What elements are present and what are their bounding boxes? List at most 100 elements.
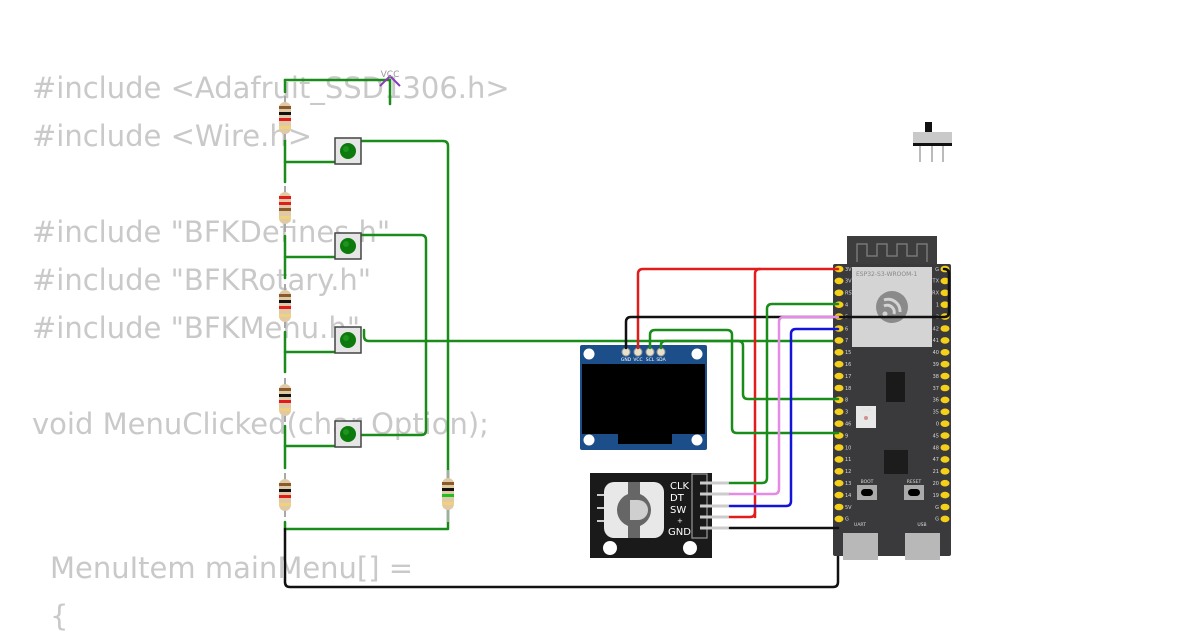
esp32-pin-label-left-13: 13 — [845, 481, 851, 487]
uart-usb-port — [843, 533, 878, 560]
reset-button[interactable] — [904, 485, 924, 500]
esp32-pin-right-g[interactable] — [940, 515, 950, 523]
boot-button[interactable] — [857, 485, 877, 500]
vcc-label: VCC — [381, 70, 400, 80]
wire-encoder-plus[interactable] — [728, 510, 757, 519]
esp32-pin-left-g[interactable] — [834, 515, 844, 523]
esp32-pin-right-45[interactable] — [940, 432, 950, 439]
wire-oled-sda-gpio8[interactable] — [659, 339, 840, 401]
esp32-pin-label-left-5v: 5V — [845, 505, 852, 511]
esp32-pin-left-3[interactable] — [834, 408, 844, 416]
wire-btn4-pulldown[interactable] — [283, 424, 336, 448]
esp32-pin-left-12[interactable] — [834, 468, 844, 475]
esp32-pin-right-tx[interactable] — [940, 277, 950, 285]
esp32-pin-label-right-g: G — [935, 517, 939, 523]
wire-btn1-pulldown[interactable] — [283, 138, 336, 164]
oled-pin-sda: SDA — [656, 357, 666, 363]
esp32-pin-left-11[interactable] — [834, 456, 844, 463]
wire-btn1-bus[interactable] — [360, 139, 450, 530]
esp32-pin-right-47[interactable] — [940, 456, 950, 463]
esp32-pin-label-left-12: 12 — [845, 469, 851, 475]
esp32-pin-label-right-37: 37 — [933, 386, 939, 392]
resistor-6[interactable] — [442, 470, 454, 522]
resistor-5[interactable] — [278, 472, 292, 518]
esp32-pin-right-41[interactable] — [940, 337, 950, 344]
wire-btn3-pulldown[interactable] — [283, 330, 336, 354]
esp32-pin-left-17[interactable] — [834, 372, 844, 380]
esp32-pin-left-5v[interactable] — [834, 503, 844, 511]
esp32-s3-board[interactable]: ESP32-S3-WROOM-1 RGB BOOT RESET UART USB… — [833, 236, 951, 560]
esp32-pin-label-right-g: G — [935, 267, 939, 273]
wire-oled-scl-gpio9[interactable] — [648, 328, 840, 435]
esp32-pin-label-left-16: 16 — [845, 362, 851, 368]
wire-vcc[interactable] — [283, 78, 392, 106]
espressif-logo-icon — [876, 291, 908, 323]
esp32-pin-left-7[interactable] — [834, 337, 844, 344]
esp32-pin-label-left-11: 11 — [845, 457, 851, 463]
esp32-pin-right-0[interactable] — [940, 420, 950, 428]
reset-label: RESET — [907, 479, 922, 485]
wire-encoder-plus-3v3[interactable] — [753, 267, 762, 519]
wire-gnd-to-esp32[interactable] — [283, 518, 840, 589]
esp32-pin-left-16[interactable] — [834, 360, 844, 368]
resistor-3[interactable] — [278, 283, 292, 329]
esp32-pin-label-left-3v3: 3V3 — [845, 279, 855, 285]
esp32-pin-left-13[interactable] — [834, 479, 844, 487]
wires-left[interactable] — [283, 78, 840, 589]
resistor-1[interactable] — [278, 95, 292, 141]
wire-encoder-clk-gpio4[interactable] — [728, 302, 840, 485]
esp32-pin-left-14[interactable] — [834, 491, 844, 499]
esp32-pin-label-right-47: 47 — [933, 457, 939, 463]
esp32-pin-right-38[interactable] — [940, 372, 950, 380]
esp32-pin-label-left-9: 9 — [845, 433, 848, 439]
oled-display[interactable]: GND VCC SCL SDA — [580, 345, 707, 450]
esp32-pin-right-42[interactable] — [940, 325, 950, 332]
esp32-pin-right-40[interactable] — [940, 349, 950, 356]
pushbutton-3[interactable] — [334, 326, 362, 354]
esp32-pin-right-20[interactable] — [940, 479, 950, 487]
pushbutton-1[interactable] — [334, 137, 362, 165]
encoder-pin-sw: SW — [670, 505, 686, 516]
esp32-pin-right-rx[interactable] — [940, 289, 950, 297]
esp32-pin-right-36[interactable] — [940, 396, 950, 404]
esp32-pin-left-18[interactable] — [834, 384, 844, 392]
esp32-pin-label-right-38: 38 — [933, 374, 939, 380]
pushbutton-4[interactable] — [334, 420, 362, 448]
wire-ground-bus[interactable] — [283, 520, 450, 531]
esp32-pin-left-rst[interactable] — [834, 289, 844, 297]
uart-label: UART — [854, 522, 866, 528]
esp32-pin-right-1[interactable] — [940, 301, 950, 309]
wires-right[interactable] — [624, 267, 951, 530]
esp32-pin-right-48[interactable] — [940, 444, 950, 451]
wire-btn2-pulldown[interactable] — [283, 234, 336, 259]
esp32-pin-label-right-rx: RX — [932, 291, 939, 297]
resistor-2[interactable] — [279, 186, 291, 232]
resistor-4[interactable] — [278, 377, 292, 423]
esp32-pin-right-35[interactable] — [940, 408, 950, 416]
wire-btn3-gpio7[interactable] — [362, 328, 838, 343]
esp32-pin-right-37[interactable] — [940, 384, 950, 392]
wire-encoder-dt-gpio5[interactable] — [728, 315, 840, 496]
esp32-pin-label-left-7: 7 — [845, 338, 848, 344]
esp32-pin-left-15[interactable] — [834, 349, 844, 356]
esp32-pin-right-21[interactable] — [940, 468, 950, 475]
esp32-pin-right-39[interactable] — [940, 360, 950, 368]
esp32-pin-left-10[interactable] — [834, 444, 844, 451]
esp32-pin-label-left-18: 18 — [845, 386, 851, 392]
wire-encoder-sw-gpio6[interactable] — [728, 327, 840, 508]
rotary-encoder[interactable]: CLK DT SW + GND — [590, 473, 730, 558]
wire-oled-gnd[interactable] — [624, 267, 951, 350]
esp32-pin-right-19[interactable] — [940, 491, 950, 499]
esp32-pin-left-46[interactable] — [834, 420, 844, 428]
esp32-pin-label-right-36: 36 — [933, 398, 939, 404]
wire-btn2-btn4[interactable] — [360, 233, 428, 437]
esp32-pin-left-3v3[interactable] — [834, 277, 844, 285]
esp32-pin-right-g[interactable] — [940, 503, 950, 511]
wire-oled-vcc-3v3[interactable] — [636, 267, 840, 350]
esp32-pin-label-left-4: 4 — [845, 303, 848, 309]
slide-switch[interactable] — [913, 122, 952, 162]
pushbutton-2[interactable] — [334, 232, 362, 260]
